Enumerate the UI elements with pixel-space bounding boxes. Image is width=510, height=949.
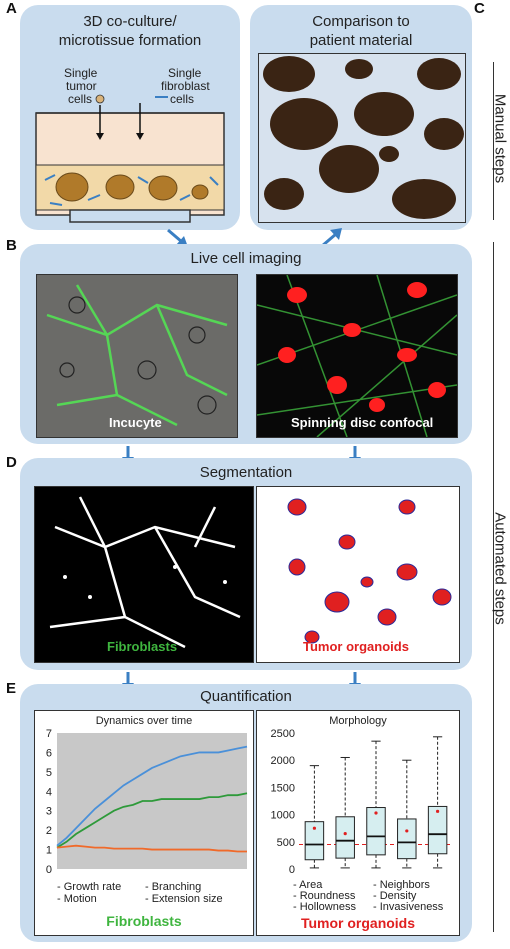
morphology-y-tick-label: 500: [277, 837, 295, 849]
feature-neighbors: - Neighbors: [373, 879, 430, 891]
culture-well-diagram: [35, 94, 225, 223]
incucyte-image: Incucyte: [36, 274, 238, 438]
morphology-title: Morphology: [329, 715, 387, 727]
feature-density: - Density: [373, 890, 417, 902]
histology-cells: [263, 56, 464, 219]
feature-motion: - Motion: [57, 893, 97, 905]
dynamics-y-tick-label: 1: [46, 845, 52, 857]
confocal-image: Spinning disc confocal: [256, 274, 458, 438]
fibroblast-mask: [49, 496, 241, 649]
dynamics-title: Dynamics over time: [95, 715, 193, 727]
dynamics-series-line-1: [56, 792, 248, 849]
box-iqr: [427, 805, 448, 855]
dynamics-y-tick-label: 7: [46, 729, 52, 740]
morphology-y-tick-label: 2500: [271, 728, 295, 740]
panel-letter-a: A: [6, 0, 17, 17]
organoid-segmentation-image: Tumor organoids: [256, 486, 460, 663]
morphology-y-tick-label: 1000: [271, 810, 295, 822]
panel-letter-d: D: [6, 454, 17, 471]
box-mean-marker: [405, 829, 409, 833]
panel-e-quantification: Quantification Dynamics over time 0 1 2 3 4 5…: [20, 684, 472, 942]
manual-steps-bracket: [493, 62, 494, 220]
dynamics-y-tick-label: 6: [46, 747, 52, 759]
fibroblasts-quant-label: Fibroblasts: [106, 913, 182, 929]
tumor-cells-label-3: cells: [68, 92, 93, 106]
box-iqr: [304, 821, 325, 861]
panel-c-title-1: Comparison to: [312, 13, 410, 30]
panel-letter-b: B: [6, 237, 17, 254]
patient-histology-image: [258, 53, 466, 223]
tumor-cells-label-2: tumor: [66, 79, 97, 93]
panel-a-coculture: 3D co-culture/ microtissue formation Sin…: [20, 5, 240, 230]
fibroblast-cells-label-1: Single: [168, 66, 202, 80]
feature-branching: - Branching: [145, 881, 202, 893]
panel-letter-e: E: [6, 680, 17, 697]
dynamics-series-line-2: [56, 844, 247, 853]
organoids-segmentation-label: Tumor organoids: [303, 639, 409, 654]
dynamics-y-tick-label: 2: [46, 825, 52, 837]
dynamics-y-tick-label: 3: [46, 806, 52, 818]
morphology-y-tick-label: 0: [289, 864, 295, 876]
dynamics-y-tick-label: 4: [46, 786, 52, 798]
incucyte-network: [46, 284, 228, 427]
confocal-label: Spinning disc confocal: [291, 415, 434, 430]
panel-letter-c: C: [474, 0, 485, 17]
organoid-mask: [287, 498, 452, 644]
morphology-y-tick-label: 2000: [271, 755, 295, 767]
box-iqr: [397, 818, 417, 860]
confocal-cells: [257, 275, 457, 437]
feature-roundness: - Roundness: [293, 890, 356, 902]
box-mean-marker: [312, 826, 316, 830]
organoids-quant-label: Tumor organoids: [300, 915, 416, 931]
fibroblast-segmentation-image: Fibroblasts: [34, 486, 254, 663]
dynamics-series-line-0: [56, 745, 248, 847]
manual-steps-label: Manual steps: [491, 93, 509, 184]
fibroblast-cells-label-2: fibroblast: [161, 79, 210, 93]
tumor-cells-label-1: Single: [64, 66, 98, 80]
panel-e-title: Quantification: [200, 688, 292, 705]
panel-a-title-1: 3D co-culture/: [83, 13, 177, 30]
box-iqr: [335, 816, 355, 859]
panel-b-imaging: Live cell imaging Incucyte Spinning disc…: [20, 244, 472, 444]
box-mean-marker: [343, 832, 347, 836]
box-mean-marker: [374, 811, 378, 815]
panel-c-title-2: patient material: [309, 32, 413, 49]
feature-invasiveness: - Invasiveness: [373, 901, 444, 913]
incucyte-label: Incucyte: [109, 415, 162, 430]
box-iqr: [366, 807, 386, 856]
dynamics-plot-box: Dynamics over time 0 1 2 3 4 5 6 7 - Growth rat…: [34, 710, 254, 936]
fibroblast-cells-label-3: cells: [170, 92, 195, 106]
feature-extension-size: - Extension size: [145, 893, 223, 905]
box-mean-marker: [436, 809, 440, 813]
feature-growth-rate: - Growth rate: [57, 881, 122, 893]
morphology-plot-box: Morphology 0 500 1000 1500 2000 2500 - Area -…: [256, 710, 460, 936]
panel-d-title: Segmentation: [199, 464, 293, 481]
feature-hollowness: - Hollowness: [293, 901, 356, 913]
fibroblasts-segmentation-label: Fibroblasts: [107, 639, 178, 654]
panel-c-patient: Comparison to patient material: [250, 5, 472, 230]
morphology-y-tick-label: 1500: [271, 782, 295, 794]
automated-steps-label: Automated steps: [491, 512, 509, 625]
morphology-box-chart: 0 500 1000 1500 2000 2500: [271, 728, 453, 876]
feature-area: - Area: [293, 879, 323, 891]
dynamics-y-tick-label: 5: [46, 767, 52, 779]
dynamics-line-chart: 0 1 2 3 4 5 6 7: [46, 729, 248, 876]
dynamics-y-tick-label: 0: [46, 864, 52, 876]
panel-a-title-2: microtissue formation: [58, 32, 202, 49]
panel-b-title: Live cell imaging: [190, 250, 302, 267]
panel-d-segmentation: Segmentation Fibroblasts Tumor organoids: [20, 458, 472, 670]
automated-steps-bracket: [493, 242, 494, 932]
